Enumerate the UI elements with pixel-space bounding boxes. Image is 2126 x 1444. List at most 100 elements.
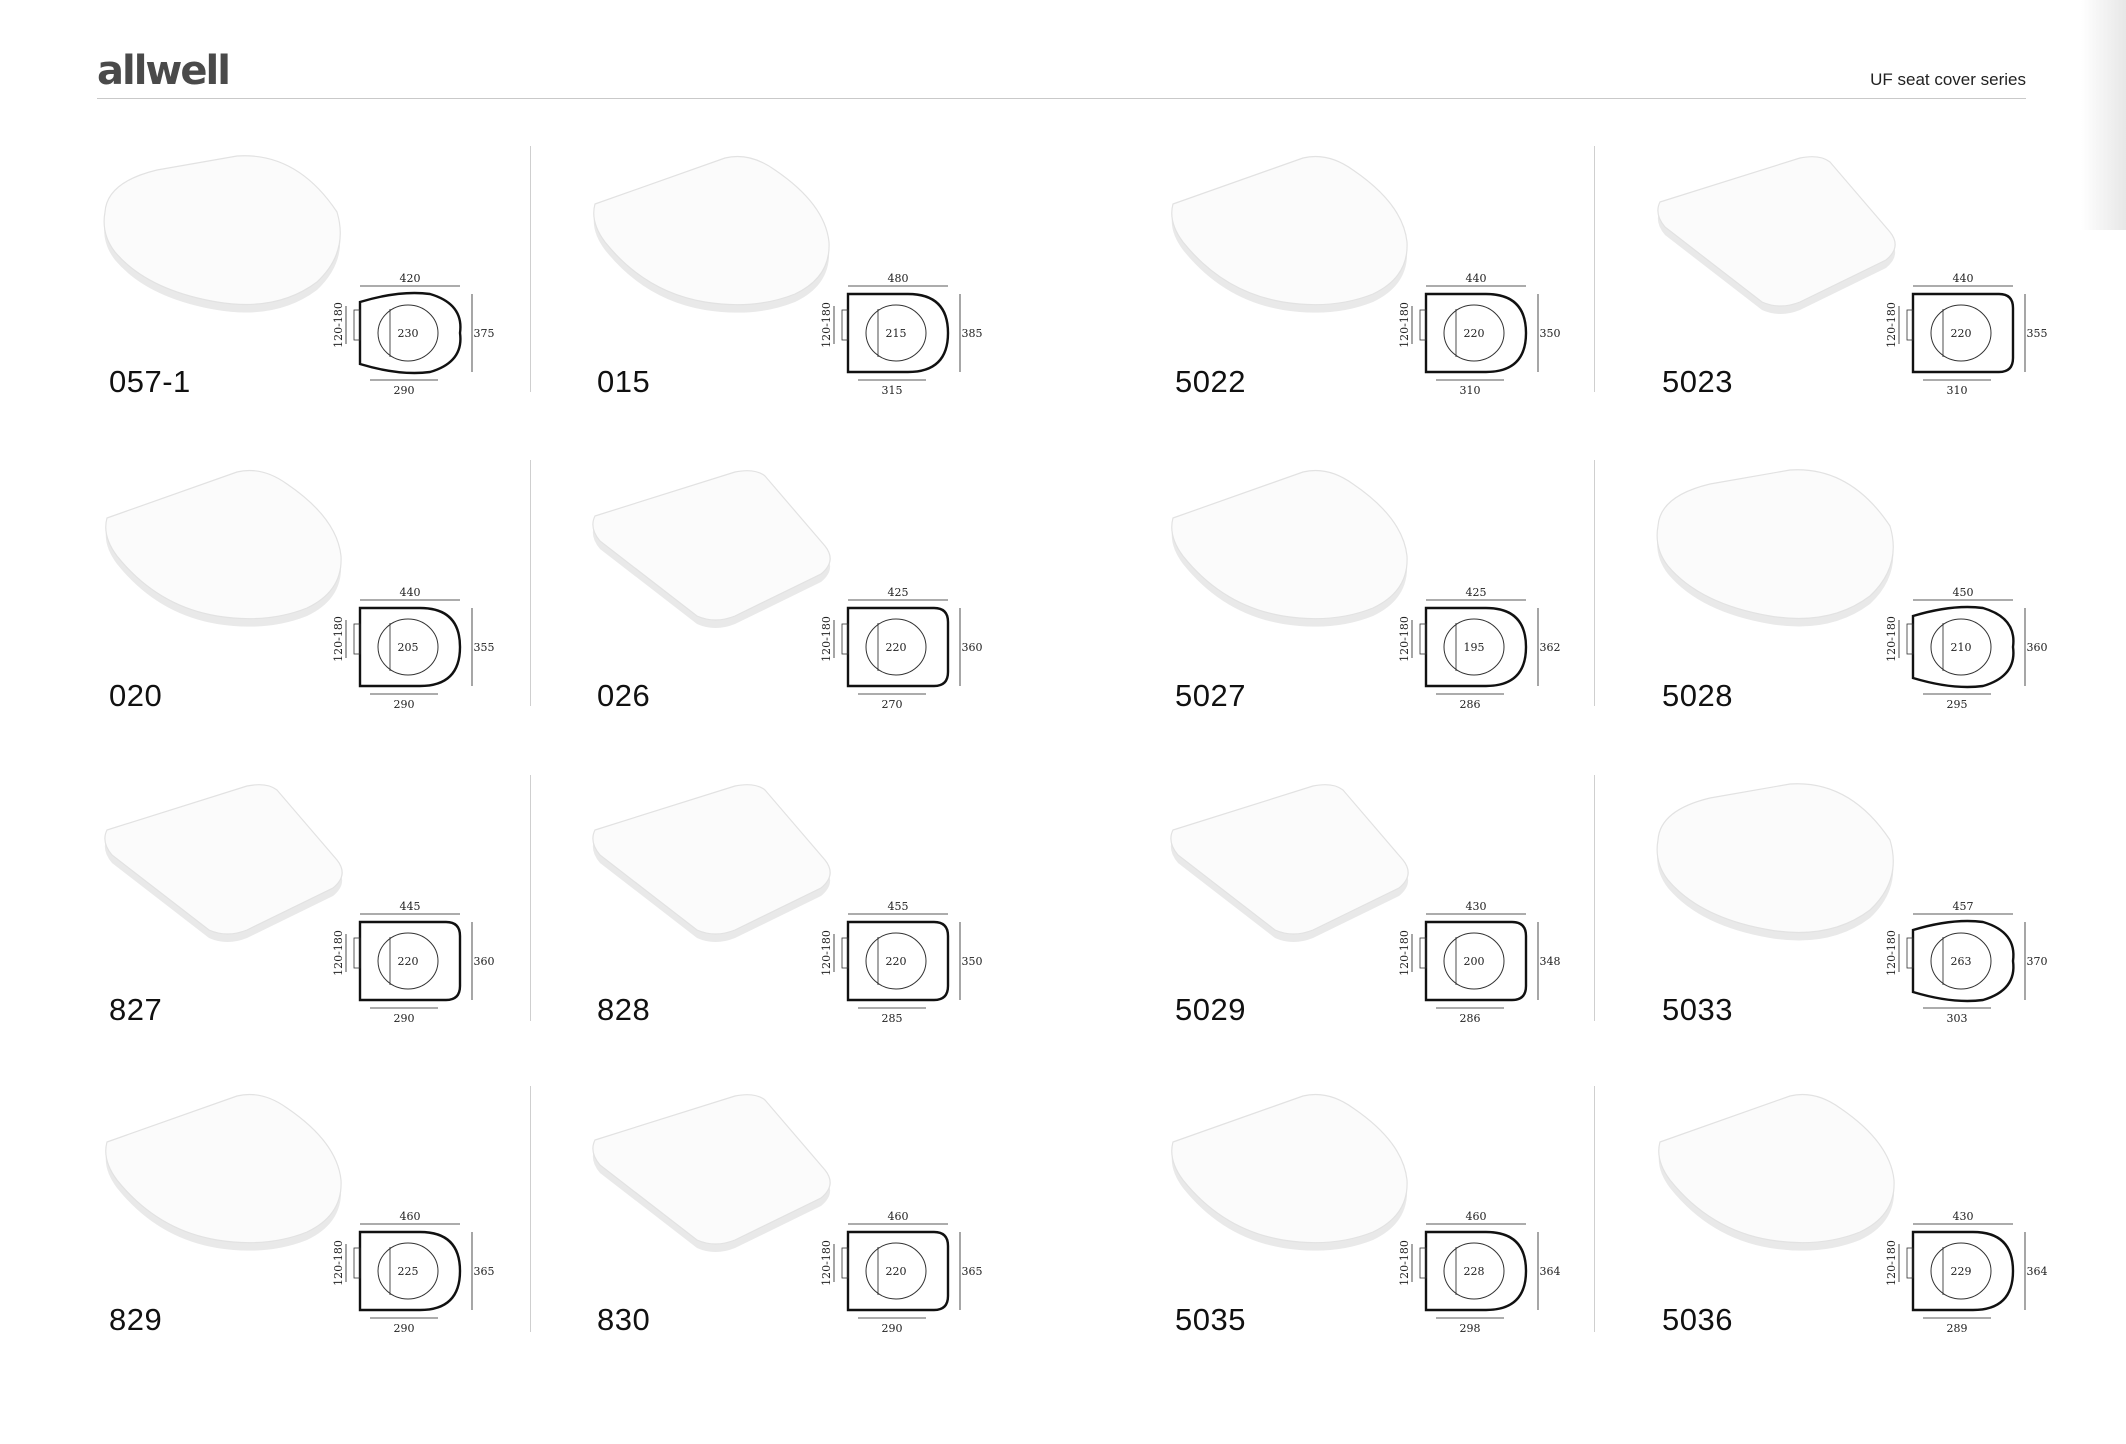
product-code: 5029 xyxy=(1175,992,1246,1027)
column-divider xyxy=(1594,146,1595,392)
dim-hole: 220 xyxy=(886,1265,907,1278)
column-divider xyxy=(1594,460,1595,706)
product-card: 460 365 220 290 120-180 830 xyxy=(585,1090,1035,1350)
header-divider xyxy=(97,98,2026,99)
dim-hole: 210 xyxy=(1951,641,1972,654)
dim-back: 286 xyxy=(1460,1012,1481,1025)
dim-hinge: 120-180 xyxy=(820,930,833,976)
column-divider xyxy=(530,146,531,392)
dim-hinge: 120-180 xyxy=(820,302,833,348)
dim-length: 360 xyxy=(474,955,495,968)
dim-hole: 229 xyxy=(1951,1265,1972,1278)
seat-cover-image xyxy=(1170,784,1409,942)
seat-cover-image xyxy=(592,470,831,628)
dimension-drawing: 430 364 229 289 120-180 xyxy=(1885,1210,2048,1335)
dimension-drawing: 460 364 228 298 120-180 xyxy=(1398,1210,1561,1335)
dim-width: 425 xyxy=(1466,586,1487,599)
dim-length: 355 xyxy=(474,641,495,654)
dim-hinge: 120-180 xyxy=(820,616,833,662)
seat-cover-image xyxy=(105,1093,342,1251)
dim-back: 315 xyxy=(882,384,903,397)
dim-length: 370 xyxy=(2027,955,2048,968)
dim-back: 290 xyxy=(882,1322,903,1335)
seat-cover-image xyxy=(1171,469,1408,627)
dim-width: 430 xyxy=(1953,1210,1974,1223)
dim-width: 455 xyxy=(888,900,909,913)
series-title: UF seat cover series xyxy=(1870,70,2026,89)
dim-hinge: 120-180 xyxy=(820,1240,833,1286)
dim-hinge: 120-180 xyxy=(332,930,345,976)
seat-cover-image xyxy=(1656,469,1894,627)
column-divider xyxy=(1594,1086,1595,1332)
dim-width: 460 xyxy=(1466,1210,1487,1223)
dim-length: 365 xyxy=(474,1265,495,1278)
dim-back: 295 xyxy=(1947,698,1968,711)
brand-logo: allwell xyxy=(97,48,231,94)
dim-hinge: 120-180 xyxy=(1398,302,1411,348)
product-code: 5035 xyxy=(1175,1302,1246,1337)
dim-back: 289 xyxy=(1947,1322,1968,1335)
dim-back: 270 xyxy=(882,698,903,711)
seat-cover-image xyxy=(1657,156,1896,314)
product-code: 5033 xyxy=(1662,992,1733,1027)
dim-width: 440 xyxy=(1953,272,1974,285)
dim-hole: 215 xyxy=(886,327,907,340)
dim-length: 375 xyxy=(474,327,495,340)
seat-cover-image xyxy=(1171,155,1408,313)
dim-back: 290 xyxy=(394,1012,415,1025)
dim-back: 303 xyxy=(1947,1012,1968,1025)
seat-cover-image xyxy=(104,784,343,942)
dim-length: 350 xyxy=(962,955,983,968)
dim-hinge: 120-180 xyxy=(1398,1240,1411,1286)
product-code: 020 xyxy=(109,678,163,713)
product-code: 026 xyxy=(597,678,651,713)
dim-width: 460 xyxy=(888,1210,909,1223)
dim-hole: 228 xyxy=(1464,1265,1485,1278)
dim-length: 362 xyxy=(1540,641,1561,654)
column-divider xyxy=(1594,775,1595,1021)
dim-back: 286 xyxy=(1460,698,1481,711)
dim-length: 350 xyxy=(1540,327,1561,340)
product-code: 830 xyxy=(597,1302,651,1337)
dim-hole: 225 xyxy=(398,1265,419,1278)
dim-length: 364 xyxy=(2027,1265,2048,1278)
dim-back: 290 xyxy=(394,1322,415,1335)
dim-hinge: 120-180 xyxy=(1885,302,1898,348)
dim-width: 450 xyxy=(1953,586,1974,599)
product-code: 5028 xyxy=(1662,678,1733,713)
dim-length: 364 xyxy=(1540,1265,1561,1278)
dim-hole: 205 xyxy=(398,641,419,654)
dim-hinge: 120-180 xyxy=(332,302,345,348)
seat-cover-image xyxy=(593,155,830,313)
dim-hole: 220 xyxy=(886,955,907,968)
product-code: 057-1 xyxy=(109,364,191,399)
dim-length: 385 xyxy=(962,327,983,340)
dim-width: 430 xyxy=(1466,900,1487,913)
dim-hinge: 120-180 xyxy=(1885,1240,1898,1286)
seat-cover-image xyxy=(592,1094,831,1252)
dim-back: 285 xyxy=(882,1012,903,1025)
seat-cover-image xyxy=(1171,1093,1408,1251)
dim-length: 365 xyxy=(962,1265,983,1278)
product-code: 015 xyxy=(597,364,651,399)
dim-back: 298 xyxy=(1460,1322,1481,1335)
dim-length: 355 xyxy=(2027,327,2048,340)
dim-hole: 220 xyxy=(398,955,419,968)
dim-back: 290 xyxy=(394,698,415,711)
dim-hole: 195 xyxy=(1464,641,1485,654)
